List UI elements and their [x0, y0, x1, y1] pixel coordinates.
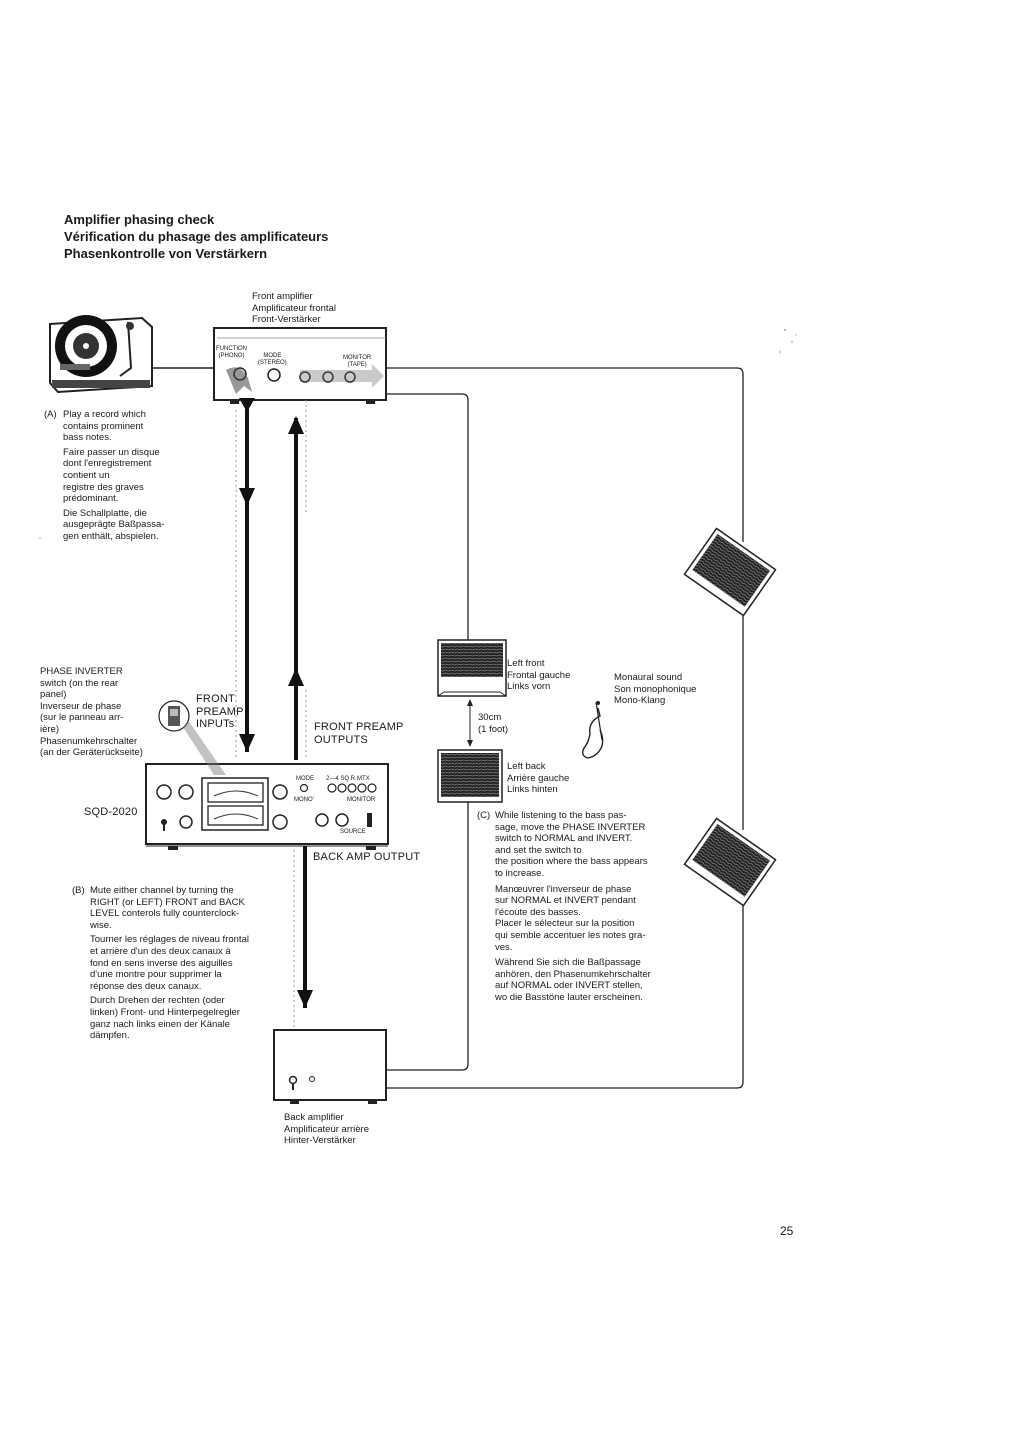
step-c-de: Während Sie sich die Baßpassage anhören,…: [495, 957, 651, 1003]
right-back-speaker: [683, 817, 777, 907]
sqd-mode-options: 2—4 SQ R·MTX: [326, 776, 370, 782]
phase-inverter-text: PHASE INVERTER switch (on the rear panel…: [40, 666, 143, 759]
step-a-en: Play a record which contains prominent b…: [63, 409, 146, 444]
heading-de: Phasenkontrolle von Verstärkern: [64, 246, 268, 261]
heading-fr: Vérification du phasage des amplificateu…: [64, 229, 329, 244]
step-a-fr: Faire passer un disque dont l'enregistre…: [63, 446, 160, 505]
step-tag: (B): [72, 885, 85, 896]
label-line: Mono-Klang: [614, 695, 666, 707]
right-front-speaker: [683, 527, 777, 617]
phase-inverter-callout: [158, 700, 226, 775]
heading-en: Amplifier phasing check: [64, 212, 215, 227]
label-line: Left back: [507, 761, 546, 772]
label-line: Arrière gauche: [507, 772, 570, 784]
left-front-speaker: [437, 639, 507, 697]
left-back-speaker: [437, 749, 503, 803]
down-arrow: [235, 398, 255, 760]
scan-speckle: [39, 328, 797, 539]
label-line: Links hinten: [507, 784, 558, 796]
step-b-en: Mute either channel by turning the RIGHT…: [90, 885, 245, 931]
caption-line: Back amplifier: [284, 1112, 344, 1123]
mode-label: MODE (STEREO): [258, 353, 287, 366]
step-tag: (C): [477, 810, 491, 821]
function-label: FUNCTION (PHONO): [216, 346, 247, 359]
step-c-en: While listening to the bass pas- sage, m…: [495, 810, 648, 879]
page-number: 25: [780, 1224, 794, 1238]
step-a-de: Die Schallplatte, die ausgeprägte Baßpas…: [63, 507, 165, 542]
caption-line: Front amplifier: [252, 291, 313, 302]
caption-line: Hinter-Verstärker: [284, 1135, 356, 1147]
step-tag: (A): [44, 409, 57, 420]
label-line: Frontal gauche: [507, 669, 571, 681]
heading: Amplifier phasing check Vérification du …: [64, 211, 328, 262]
turntable-icon: [49, 315, 153, 394]
label-line: Monaural sound: [614, 672, 683, 683]
sqd-mode-label: MODE: [296, 776, 314, 782]
step-a: (A) Play a record which contains promine…: [44, 409, 164, 543]
sqd-decoder: [145, 763, 389, 850]
step-b: (B) Mute either channel by turning the R…: [72, 885, 249, 1042]
monaural-label: Monaural sound Son monophonique Mono-Kla…: [614, 672, 696, 707]
front-amplifier: [213, 327, 387, 404]
label-line: Links vorn: [507, 681, 551, 693]
caption-line: Amplificateur arrière: [284, 1123, 369, 1135]
caption-line: Front-Verstärker: [252, 314, 321, 326]
label-line: Son monophonique: [614, 683, 697, 695]
violin-icon: [581, 701, 604, 759]
step-b-de: Durch Drehen der rechten (oder linken) F…: [90, 995, 240, 1042]
caption-line: Amplificateur frontal: [252, 302, 336, 314]
front-amp-caption: Front amplifier Amplificateur frontal Fr…: [252, 291, 336, 326]
sqd-mono-label: MONO': [294, 797, 314, 803]
left-front-label: Left front Frontal gauche Links vorn: [507, 658, 570, 693]
sqd-source-label: SOURCE: [340, 829, 366, 835]
back-amp-caption: Back amplifier Amplificateur arrière Hin…: [284, 1112, 369, 1147]
monitor-label: MONITOR (TAPE): [343, 355, 372, 368]
front-preamp-outputs: FRONT PREAMP OUTPUTS: [314, 721, 404, 746]
distance-label: 30cm (1 foot): [478, 712, 509, 735]
back-amplifier: [273, 1029, 387, 1104]
step-c-fr: Manœuvrer l'inverseur de phase sur NORMA…: [495, 883, 646, 953]
front-preamp-inputs: FRONT PREAMP INPUTs: [196, 693, 244, 730]
left-back-label: Left back Arrière gauche Links hinten: [507, 761, 569, 796]
label-line: Left front: [507, 658, 545, 669]
back-amp-output: BACK AMP OUTPUT: [313, 851, 421, 863]
sqd-monitor-label: MONITOR: [347, 797, 376, 803]
step-b-fr: Tourner les réglages de niveau frontal e…: [90, 934, 249, 992]
back-down-arrow: [293, 846, 313, 1030]
up-arrow: [288, 400, 307, 760]
sqd-model: SQD-2020: [84, 806, 138, 818]
step-c: (C) While listening to the bass pas- sag…: [477, 810, 651, 1004]
